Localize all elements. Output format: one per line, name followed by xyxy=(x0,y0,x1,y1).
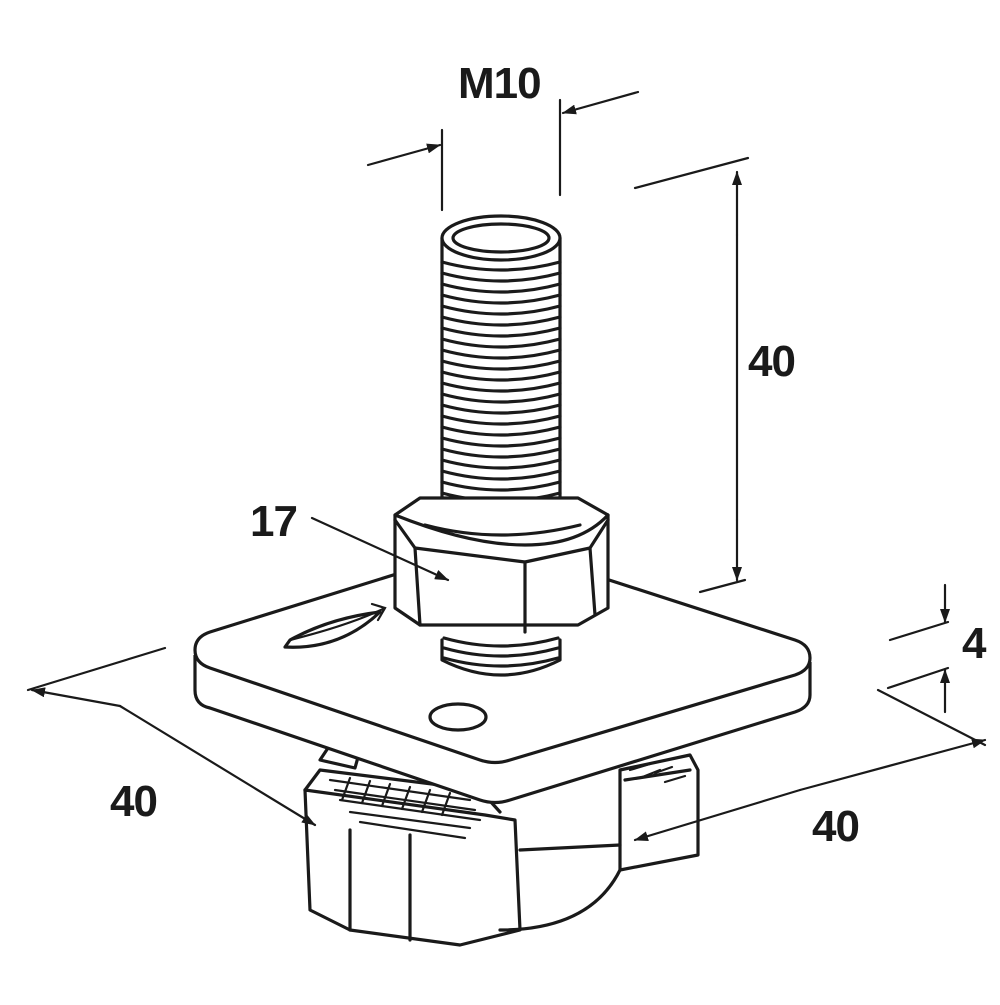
hex-nut xyxy=(393,496,610,634)
thread-line xyxy=(440,436,562,448)
label-plate-depth: 40 xyxy=(812,802,860,851)
thread-line xyxy=(442,636,560,648)
thread-line xyxy=(440,293,562,305)
dimension-bolt-length xyxy=(633,156,750,594)
label-bolt-length: 40 xyxy=(748,337,796,386)
thread-line xyxy=(440,480,562,492)
dimension-plate-depth xyxy=(633,688,987,842)
thread-line xyxy=(440,359,562,371)
thread-line xyxy=(440,304,562,316)
thread-line xyxy=(440,381,562,393)
thread-line xyxy=(440,458,562,470)
thread-line xyxy=(440,315,562,327)
thread-line xyxy=(440,348,562,360)
thread-line xyxy=(440,392,562,404)
thread-line xyxy=(440,260,562,272)
thread-line xyxy=(442,656,560,668)
label-m10: M10 xyxy=(458,59,542,108)
thread-line xyxy=(440,337,562,349)
dimension-plate-width xyxy=(26,646,317,827)
label-plate-thickness: 4 xyxy=(962,619,987,668)
dimension-nut-leader xyxy=(310,516,450,582)
channel-nut xyxy=(303,743,700,947)
thread-line xyxy=(440,370,562,382)
dimension-plate-thickness xyxy=(886,583,950,714)
thread-line xyxy=(440,403,562,415)
dimension-m10 xyxy=(366,90,640,212)
thread-line xyxy=(440,282,562,294)
thread-line xyxy=(440,326,562,338)
thread-line xyxy=(442,646,560,658)
thread-line xyxy=(440,469,562,481)
label-nut-size: 17 xyxy=(250,497,298,546)
thread-line xyxy=(440,425,562,437)
thread-line xyxy=(440,271,562,283)
thread-line xyxy=(440,447,562,459)
label-plate-width: 40 xyxy=(110,777,158,826)
thread-line xyxy=(440,414,562,426)
